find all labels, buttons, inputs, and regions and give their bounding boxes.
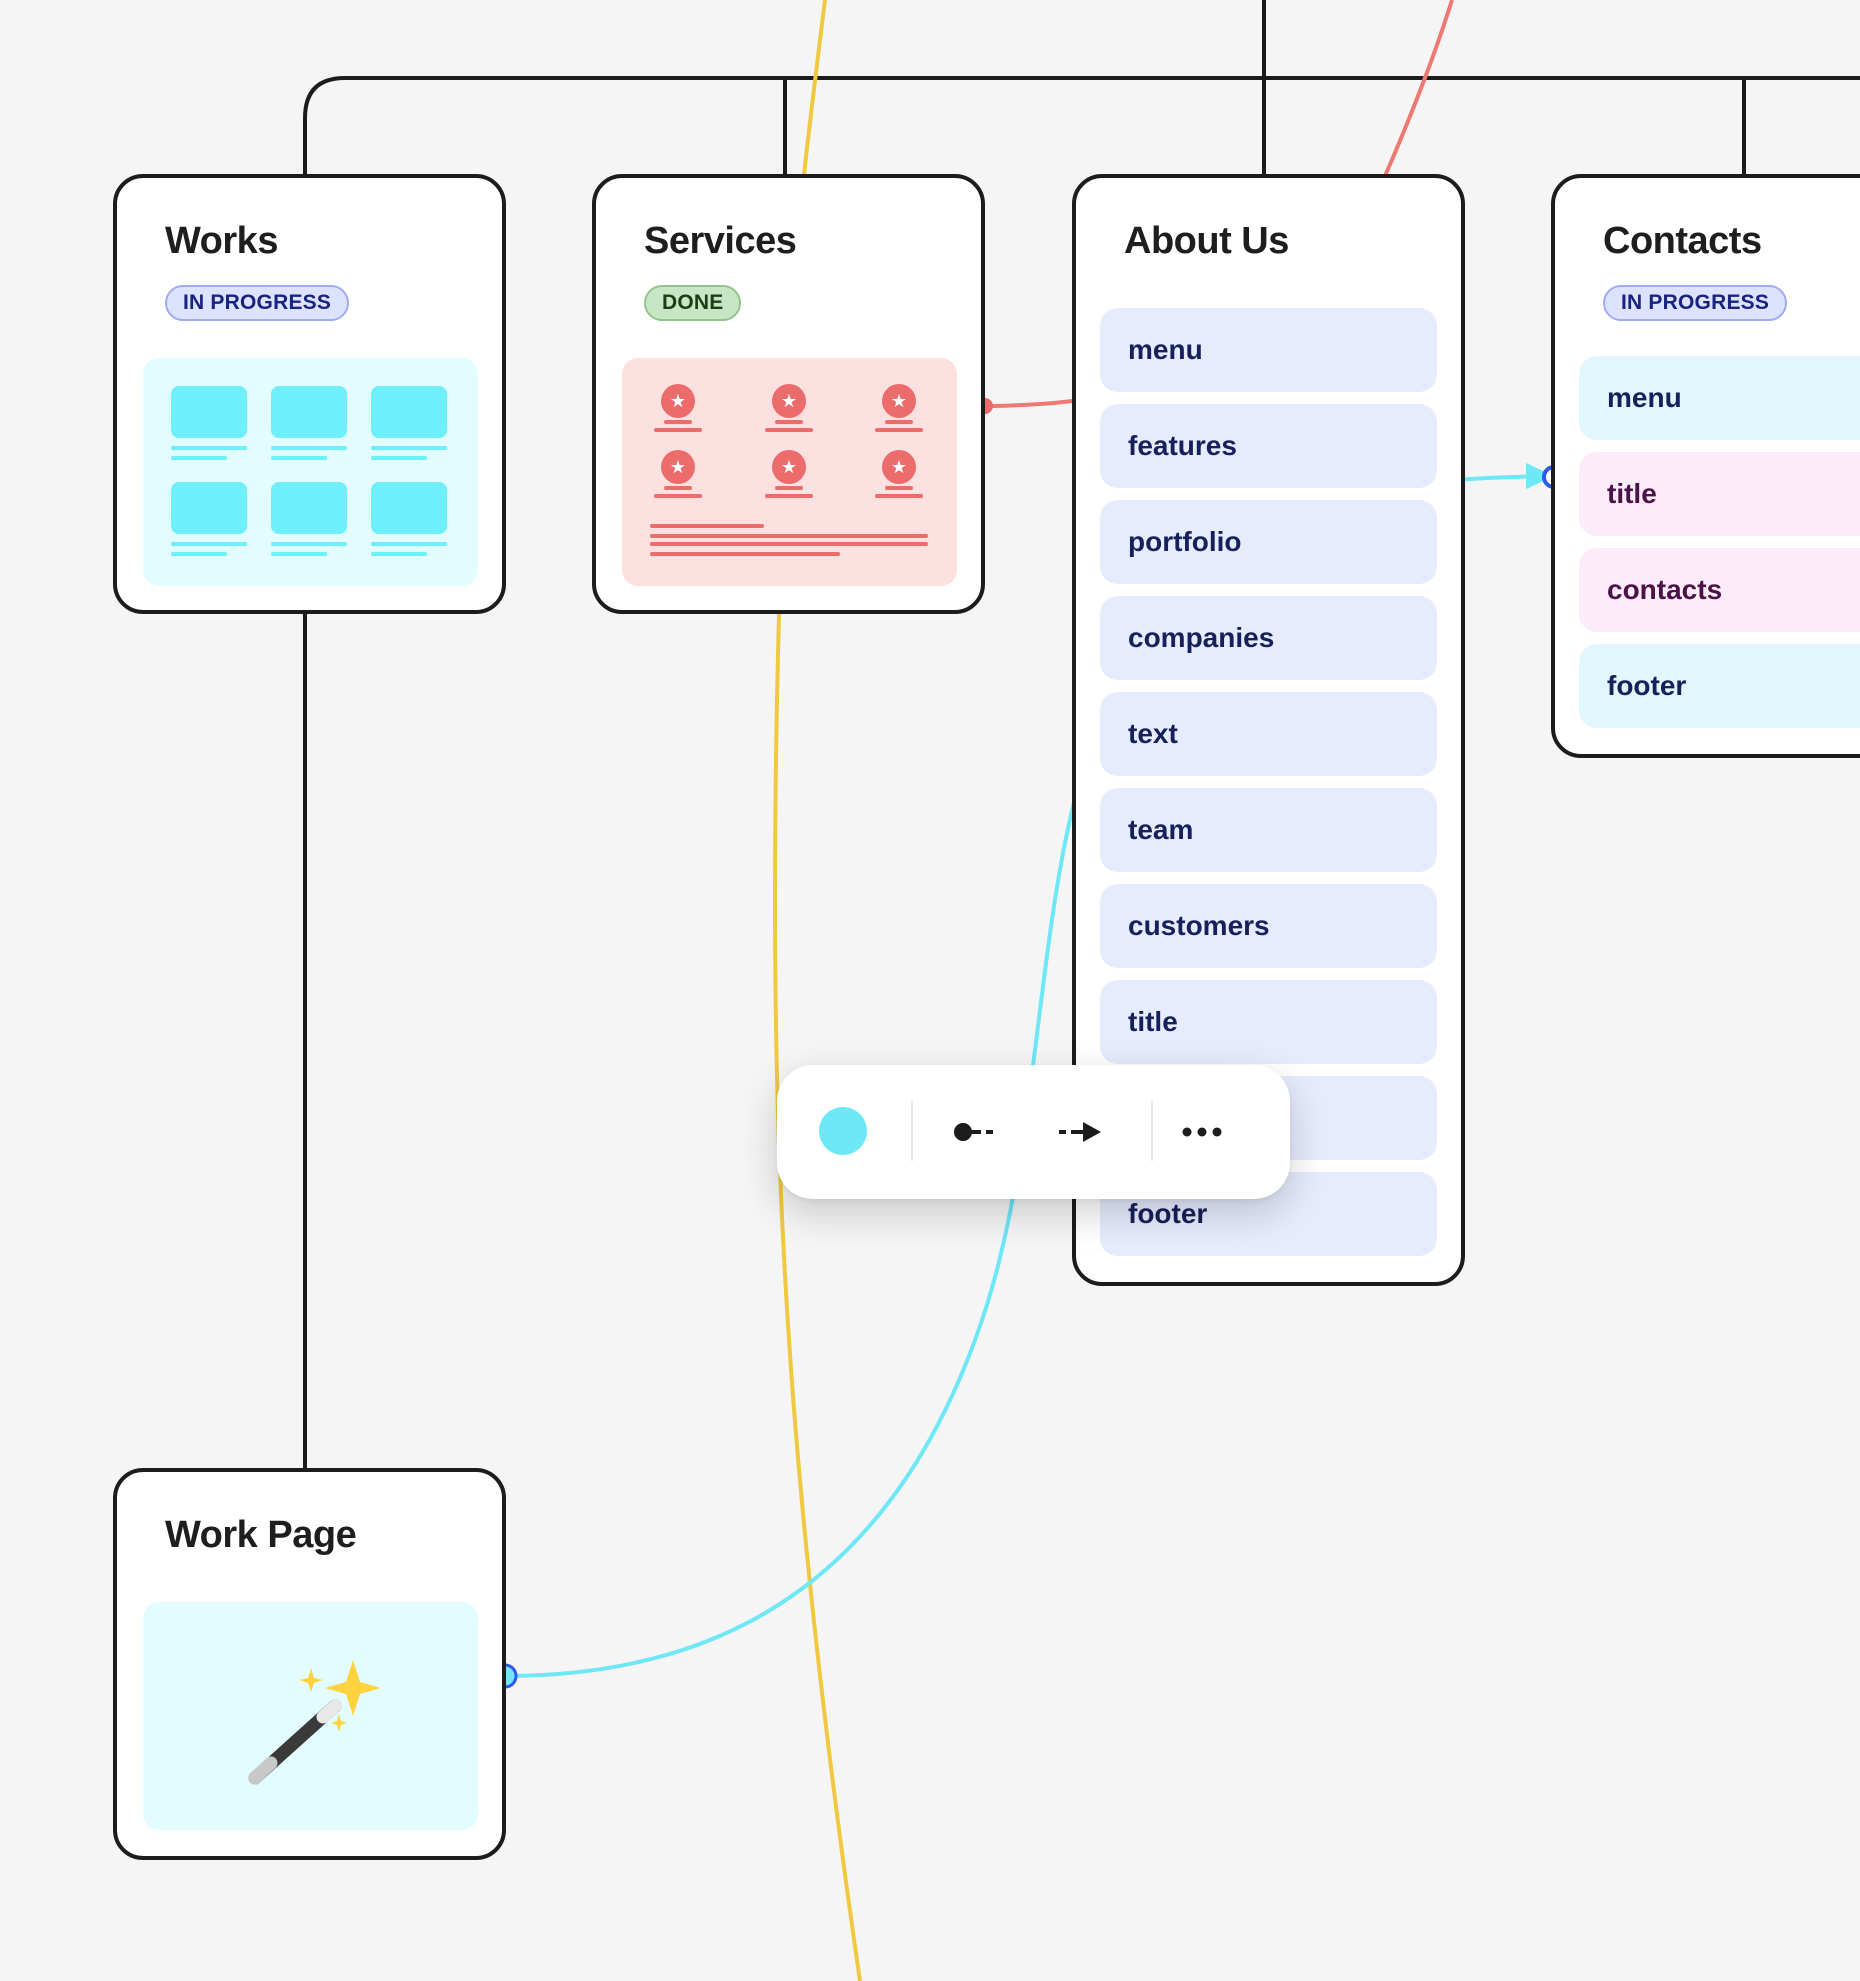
services-title: Services (644, 220, 797, 262)
red-connector-services[interactable] (984, 399, 1073, 408)
services-card[interactable]: Services DONE ★ ★ ★ ★ ★ ★ (592, 174, 985, 614)
color-swatch[interactable] (819, 1107, 867, 1155)
section-title[interactable]: title (1579, 452, 1860, 536)
star-icon: ★ (772, 450, 806, 484)
toolbar-divider (911, 1101, 913, 1161)
work-page-title: Work Page (165, 1514, 357, 1556)
section-text[interactable]: text (1100, 692, 1437, 776)
section-features[interactable]: features (1100, 404, 1437, 488)
section-footer[interactable]: footer (1579, 644, 1860, 728)
works-card[interactable]: Works IN PROGRESS (113, 174, 506, 614)
connector-toolbar (777, 1065, 1290, 1199)
star-icon: ★ (882, 450, 916, 484)
services-status-badge: DONE (644, 285, 742, 321)
contacts-status-badge: IN PROGRESS (1603, 285, 1788, 321)
section-portfolio[interactable]: portfolio (1100, 500, 1437, 584)
star-icon: ★ (661, 384, 695, 418)
section-contacts[interactable]: contacts (1579, 548, 1860, 632)
star-icon: ★ (882, 384, 916, 418)
section-title[interactable]: title (1100, 980, 1437, 1064)
magic-wand-icon (248, 1660, 381, 1785)
section-team[interactable]: team (1100, 788, 1437, 872)
works-title: Works (165, 220, 278, 262)
section-companies[interactable]: companies (1100, 596, 1437, 680)
more-options-icon[interactable] (1177, 1112, 1227, 1152)
section-menu[interactable]: menu (1100, 308, 1437, 392)
toolbar-divider (1151, 1101, 1153, 1161)
contacts-card[interactable]: Contacts IN PROGRESS menu title contacts… (1551, 174, 1860, 758)
star-icon: ★ (772, 384, 806, 418)
section-menu[interactable]: menu (1579, 356, 1860, 440)
work-page-thumbnail (143, 1602, 478, 1830)
works-grid-thumbnail (143, 358, 478, 586)
contacts-title: Contacts (1603, 220, 1762, 262)
start-point-icon[interactable] (951, 1112, 1003, 1152)
star-icon: ★ (661, 450, 695, 484)
work-page-card[interactable]: Work Page (113, 1468, 506, 1860)
section-customers[interactable]: customers (1100, 884, 1437, 968)
arrow-end-icon[interactable] (1055, 1112, 1107, 1152)
works-status-badge: IN PROGRESS (165, 285, 350, 321)
cyan-arrowhead-icon (1526, 463, 1554, 489)
about-us-sections: menu features portfolio companies text t… (1100, 308, 1437, 1268)
about-us-title: About Us (1124, 220, 1289, 262)
services-thumbnail: ★ ★ ★ ★ ★ ★ (622, 358, 957, 586)
tree-connector[interactable] (303, 0, 1860, 174)
contacts-sections: menu title contacts footer (1579, 356, 1860, 740)
red-connector-top[interactable] (1383, 0, 1454, 177)
